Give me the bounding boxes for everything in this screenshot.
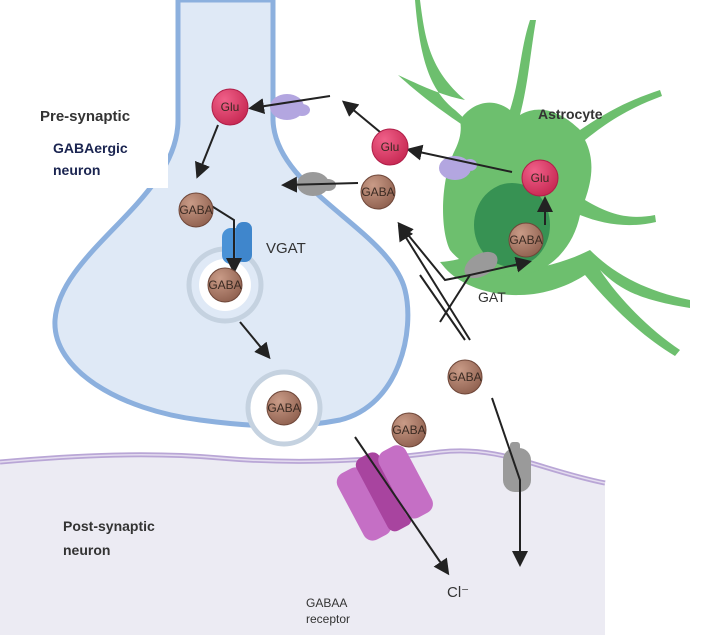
svg-text:GABA: GABA: [179, 203, 212, 217]
gaba-molecule: GABA: [266, 390, 302, 426]
receptor-label: receptor: [306, 612, 350, 626]
svg-text:Glu: Glu: [221, 100, 240, 114]
gaba-molecule: GABA: [508, 222, 544, 258]
gaba-molecule: GABA: [207, 267, 243, 303]
glu-transporter-presynaptic: [270, 94, 310, 120]
chloride-label: Cl⁻: [447, 584, 469, 601]
gaba-molecule: GABA: [178, 192, 214, 228]
glu-molecule: Glu: [211, 88, 249, 126]
svg-text:GABA: GABA: [208, 278, 241, 292]
svg-text:GABA: GABA: [448, 370, 481, 384]
gaba-molecule: GABA: [447, 359, 483, 395]
gaba-transporter-postsynaptic: [503, 442, 531, 492]
svg-text:GABA: GABA: [361, 185, 394, 199]
gaba-molecule: GABA: [391, 412, 427, 448]
svg-text:GABA: GABA: [267, 401, 300, 415]
flow-arrows: [195, 95, 553, 576]
svg-text:Glu: Glu: [531, 171, 550, 185]
postsynaptic-neuron-label: neuron: [63, 542, 110, 558]
presynaptic-neuron: [52, 0, 411, 429]
gat-label: GAT: [478, 289, 506, 305]
label-background: [36, 130, 168, 188]
svg-text:GABA: GABA: [392, 423, 425, 437]
svg-text:Glu: Glu: [381, 140, 400, 154]
gaba-a-label: GABAA: [306, 596, 347, 610]
gaba-molecule: GABA: [360, 174, 396, 210]
svg-text:GABA: GABA: [509, 233, 542, 247]
glu-molecule: Glu: [371, 128, 409, 166]
gaba-a-receptor: [336, 445, 433, 541]
vgat-label: VGAT: [266, 240, 306, 257]
postsynaptic-neuron: [0, 450, 605, 635]
astrocyte-label: Astrocyte: [538, 106, 603, 122]
neuron-label: neuron: [53, 162, 100, 178]
glu-molecule: Glu: [521, 159, 559, 197]
postsynaptic-label: Post-synaptic: [63, 518, 155, 534]
presynaptic-label: Pre-synaptic: [40, 108, 130, 125]
gabaergic-label: GABAergic: [53, 140, 128, 156]
